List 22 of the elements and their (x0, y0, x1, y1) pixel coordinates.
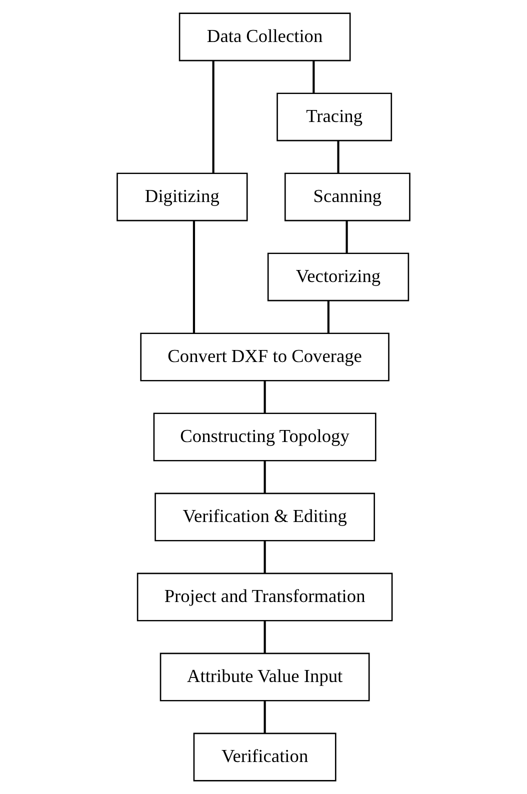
connector (264, 541, 266, 574)
node-box: Scanning (284, 172, 410, 222)
node-box: Convert DXF to Coverage (140, 332, 390, 382)
connector (337, 140, 340, 173)
connector (264, 381, 266, 414)
connector (312, 60, 315, 93)
node-box: Verification & Editing (154, 492, 375, 542)
node-box: Digitizing (116, 172, 248, 222)
node-box: Tracing (276, 92, 392, 142)
connector (192, 220, 196, 334)
connector (264, 701, 266, 734)
node-box: Constructing Topology (153, 412, 376, 462)
connector (346, 220, 348, 253)
node-box: Attribute Value Input (160, 652, 370, 702)
node-box: Verification (193, 732, 336, 782)
connector (327, 300, 330, 333)
connector (264, 461, 266, 494)
connector (212, 60, 214, 174)
node-box: Project and Transformation (136, 572, 393, 622)
connector (264, 621, 266, 654)
node-box: Data Collection (178, 12, 351, 62)
node-box: Vectorizing (267, 252, 410, 302)
